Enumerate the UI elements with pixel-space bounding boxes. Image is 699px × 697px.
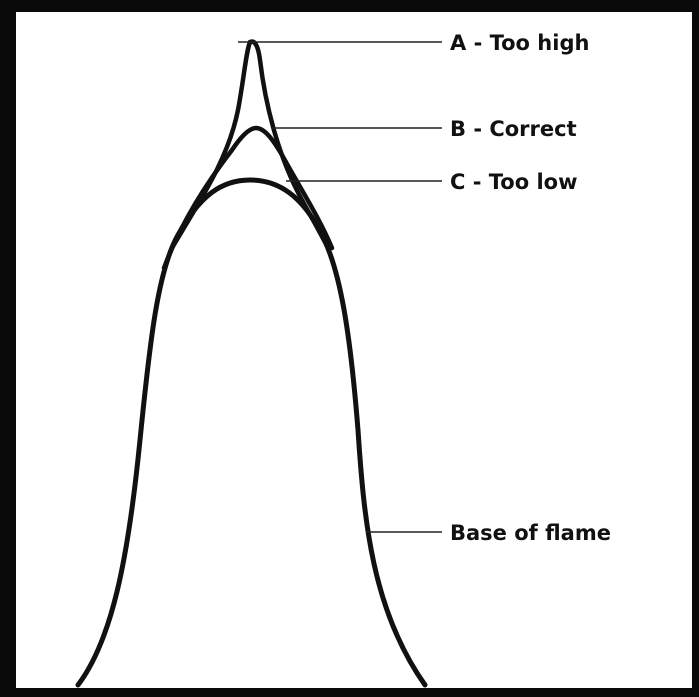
label-too-low: C - Too low	[450, 170, 577, 194]
flame-outline-correct	[164, 128, 332, 268]
flame-outline-too-low	[78, 180, 425, 685]
label-correct: B - Correct	[450, 117, 577, 141]
label-base-of-flame: Base of flame	[450, 521, 611, 545]
flame-outline-too-high	[172, 42, 328, 248]
label-too-high: A - Too high	[450, 31, 589, 55]
